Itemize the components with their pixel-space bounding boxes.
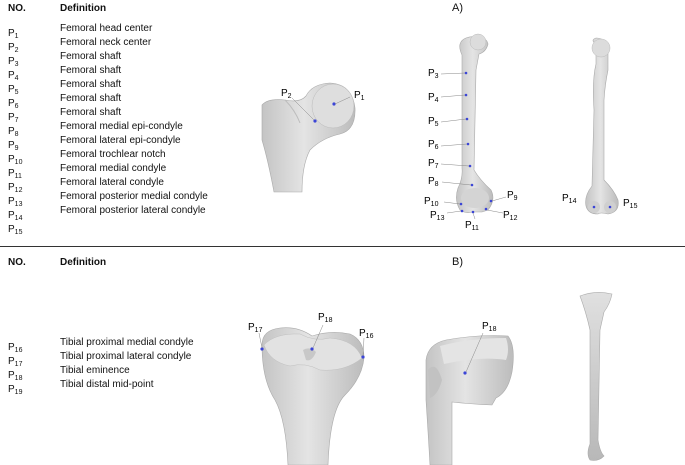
femur-landmark-definition-4: Femoral shaft xyxy=(60,65,122,76)
tibia-landmark-definition-16: Tibial proximal medial condyle xyxy=(60,337,194,348)
tibia-full xyxy=(579,292,613,461)
label-p18-side: P18 xyxy=(482,321,497,333)
label-p7: P7 xyxy=(428,158,439,170)
label-p10: P10 xyxy=(424,196,439,208)
panel-label-a: A) xyxy=(452,2,463,14)
femur-landmark-definition-12: Femoral lateral condyle xyxy=(60,177,164,188)
femur-landmark-definition-9: Femoral lateral epi-condyle xyxy=(60,135,181,146)
femur-landmark-definition-14: Femoral posterior lateral condyle xyxy=(60,205,206,216)
tibia-proximal-closeup xyxy=(261,327,365,465)
label-p5: P5 xyxy=(428,116,439,128)
femur-landmark-label-5: P5 xyxy=(8,84,19,96)
label-p6: P6 xyxy=(428,139,439,151)
femur-landmark-label-9: P9 xyxy=(8,140,19,152)
landmark-dot-p2-closeup xyxy=(313,119,317,123)
landmark-dot-p7 xyxy=(468,164,472,168)
tibia-landmark-label-18: P18 xyxy=(8,370,23,382)
no-header-top: NO. xyxy=(8,3,26,14)
tibia-landmark-label-19: P19 xyxy=(8,384,23,396)
label-p2-closeup: P2 xyxy=(281,88,292,100)
label-p3: P3 xyxy=(428,68,439,80)
landmark-dot-p12 xyxy=(484,207,488,211)
landmark-dot-p4 xyxy=(464,93,468,97)
femur-landmark-definition-11: Femoral medial condyle xyxy=(60,163,167,174)
landmark-dot-p10 xyxy=(459,202,463,206)
femur-landmark-label-10: P10 xyxy=(8,154,23,166)
femoral-head-closeup xyxy=(261,82,356,193)
tibia-landmark-definition-19: Tibial distal mid-point xyxy=(60,379,154,390)
femur-landmark-definition-2: Femoral neck center xyxy=(60,37,152,48)
femur-landmark-label-8: P8 xyxy=(8,126,19,138)
label-p14: P14 xyxy=(562,193,577,205)
panel-label-b: B) xyxy=(452,256,463,268)
landmark-dot-p17 xyxy=(260,347,264,351)
landmark-dot-p8 xyxy=(470,183,474,187)
tibia-landmark-definition-18: Tibial eminence xyxy=(60,365,130,376)
femur-landmark-label-13: P13 xyxy=(8,196,23,208)
femur-landmark-label-2: P2 xyxy=(8,42,19,54)
label-p4: P4 xyxy=(428,92,439,104)
landmark-dot-p18 xyxy=(310,347,314,351)
femur-landmark-definition-5: Femoral shaft xyxy=(60,79,122,90)
label-p8: P8 xyxy=(428,176,439,188)
femur-posterior xyxy=(585,37,619,215)
femur-landmark-definition-3: Femoral shaft xyxy=(60,51,122,62)
femur-landmark-label-12: P12 xyxy=(8,182,23,194)
landmark-dot-p15 xyxy=(608,205,612,209)
landmark-dot-p6 xyxy=(466,142,470,146)
femur-anterior xyxy=(456,33,494,213)
femur-landmark-label-3: P3 xyxy=(8,56,19,68)
landmark-dot-p18-side xyxy=(463,371,467,375)
label-p12: P12 xyxy=(503,210,518,222)
landmark-dot-p9 xyxy=(489,199,493,203)
femur-landmark-definition-10: Femoral trochlear notch xyxy=(60,149,166,160)
femur-landmark-label-15: P15 xyxy=(8,224,23,236)
label-p13: P13 xyxy=(430,210,445,222)
femur-landmark-label-14: P14 xyxy=(8,210,23,222)
landmark-dot-p14 xyxy=(592,205,596,209)
label-p11: P11 xyxy=(465,220,479,232)
definition-header-top: Definition xyxy=(60,3,107,14)
definition-header-bottom: Definition xyxy=(60,257,107,268)
label-p15: P15 xyxy=(623,198,638,210)
femur-landmark-definition-1: Femoral head center xyxy=(60,23,153,34)
tibia-lateral-view xyxy=(425,335,514,465)
label-p16: P16 xyxy=(359,328,374,340)
femur-landmark-label-11: P11 xyxy=(8,168,22,180)
femur-landmark-label-6: P6 xyxy=(8,98,19,110)
tibia-landmark-label-17: P17 xyxy=(8,356,23,368)
label-p18: P18 xyxy=(318,312,333,324)
tibia-landmark-label-16: P16 xyxy=(8,342,23,354)
femur-landmark-definition-6: Femoral shaft xyxy=(60,93,122,104)
landmark-dot-p11 xyxy=(471,210,475,214)
landmark-dot-p3 xyxy=(464,71,468,75)
femur-landmark-definition-13: Femoral posterior medial condyle xyxy=(60,191,208,202)
label-p1-closeup: P1 xyxy=(354,90,365,102)
femur-landmark-label-1: P1 xyxy=(8,28,19,40)
landmark-dot-p1-closeup xyxy=(332,102,336,106)
label-p17: P17 xyxy=(248,322,263,334)
landmark-dot-p16 xyxy=(361,355,365,359)
femur-landmark-definition-8: Femoral medial epi-condyle xyxy=(60,121,183,132)
section-divider xyxy=(0,246,685,247)
landmark-dot-p5 xyxy=(465,117,469,121)
femur-landmark-label-4: P4 xyxy=(8,70,19,82)
landmark-dot-p13 xyxy=(460,209,464,213)
tibia-landmark-definition-17: Tibial proximal lateral condyle xyxy=(60,351,192,362)
femur-landmark-label-7: P7 xyxy=(8,112,19,124)
femur-landmark-definition-7: Femoral shaft xyxy=(60,107,122,118)
no-header-bottom: NO. xyxy=(8,257,26,268)
label-p9: P9 xyxy=(507,190,518,202)
